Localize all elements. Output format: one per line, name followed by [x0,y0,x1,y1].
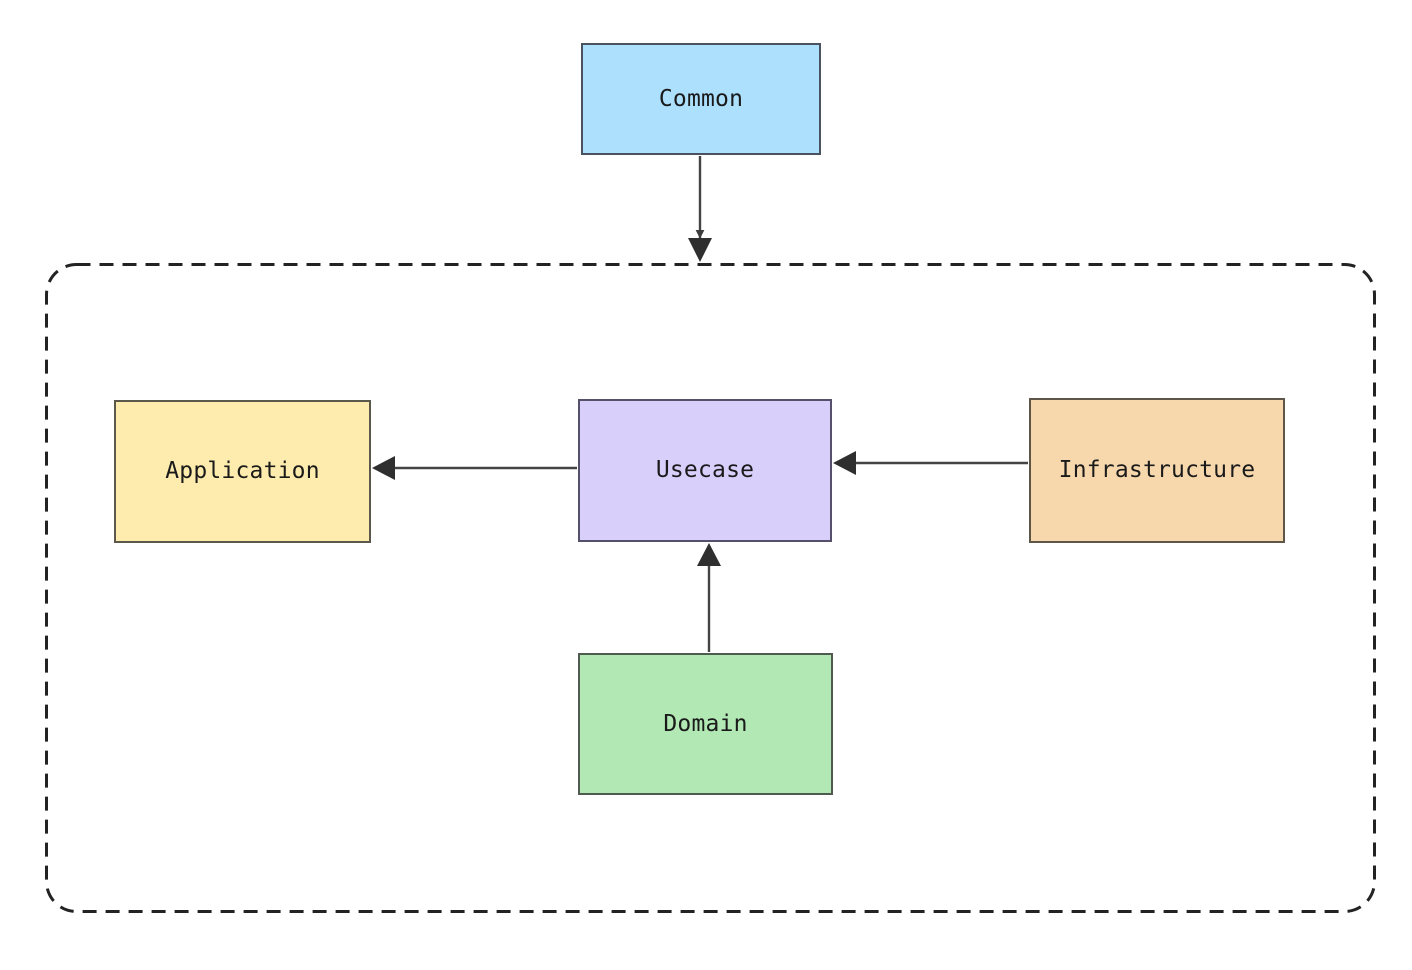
node-infrastructure[interactable]: Infrastructure [1029,398,1285,543]
boundary-outline-svg [45,263,1376,913]
arrowhead-common-to-boundary [688,238,712,262]
node-common[interactable]: Common [581,43,821,155]
node-infrastructure-label: Infrastructure [1058,457,1256,483]
node-application-label: Application [165,458,320,484]
node-usecase-label: Usecase [655,457,755,483]
edge-infrastructure-to-usecase [833,451,1028,475]
boundary-dashed-rect [45,263,1376,913]
edge-usecase-to-application [372,456,577,480]
node-usecase[interactable]: Usecase [578,399,832,542]
arrowhead-domain-to-usecase [697,543,721,566]
arrowhead-infrastructure-to-usecase [833,451,856,475]
node-common-label: Common [658,85,744,112]
node-domain[interactable]: Domain [578,653,833,795]
node-domain-label: Domain [663,710,748,737]
edge-domain-to-usecase [697,543,721,652]
arrowhead-usecase-to-application [372,456,395,480]
boundary-group [45,263,1376,913]
node-application[interactable]: Application [114,400,371,543]
edge-common-to-boundary [688,156,712,262]
